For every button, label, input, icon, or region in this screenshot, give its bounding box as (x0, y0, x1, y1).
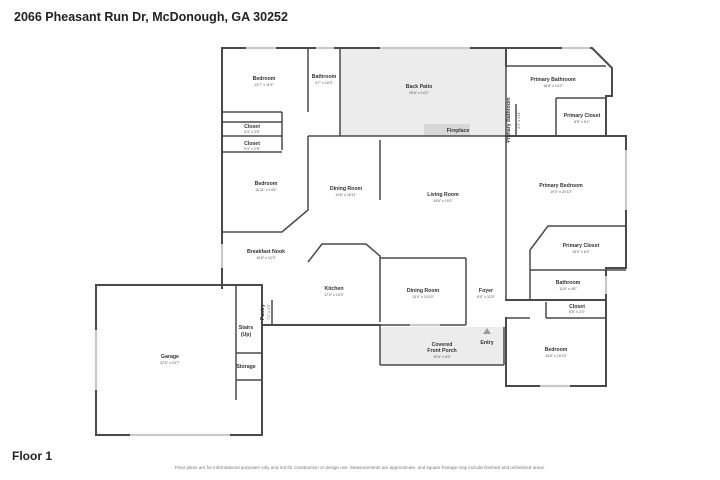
covered-porch-label-2: Front Porch (427, 348, 456, 354)
pantry-dims: 7'1" x 4'3" (267, 303, 271, 319)
closet-e-label: Closet (569, 304, 585, 310)
floor-label: Floor 1 (12, 449, 53, 463)
pantry-label: Pantry (260, 304, 266, 320)
interior-walls (222, 48, 626, 400)
closet-1-label: Closet (244, 124, 260, 130)
back-patio-dims: 28'6" x 14'2" (409, 91, 429, 95)
primary-bathroom-label: Primary Bathroom (530, 77, 576, 83)
bedroom-nw-dims: 13'7" x 11'9" (254, 83, 274, 87)
fireplace-label: Fireplace (447, 128, 470, 134)
bathroom-e-dims: 11'8" x 4'8" (559, 287, 577, 291)
garage-label: Garage (161, 354, 179, 360)
primary-bathroom-dims: 16'5" x 14'2" (543, 84, 563, 88)
bathroom-e-label: Bathroom (556, 280, 581, 286)
stairs-label: Stairs (239, 325, 254, 331)
windows (94, 46, 628, 437)
dining-room-n-label: Dining Room (330, 186, 363, 192)
back-patio-label: Back Patio (406, 84, 433, 90)
primary-bathroom-small: Primary Bathroom 2'1" x 4'11" (506, 97, 521, 143)
entry-label: Entry (480, 340, 493, 346)
primary-closet-mid-label: Primary Closet (563, 243, 600, 249)
breakfast-nook-label: Breakfast Nook (247, 249, 285, 255)
bedroom-se-label: Bedroom (545, 347, 568, 353)
dining-room-s-label: Dining Room (407, 288, 440, 294)
fireplace-area (424, 124, 470, 136)
stairs-sub-label: (Up) (241, 332, 252, 338)
storage-label: Storage (236, 364, 255, 370)
closet-2-dims: 9'3" x 2'5" (244, 147, 260, 151)
page-title: 2066 Pheasant Run Dr, McDonough, GA 3025… (14, 10, 288, 24)
breakfast-nook-dims: 15'8" x 12'9" (256, 256, 276, 260)
closet-e-dims: 6'8" x 2'3" (569, 310, 585, 314)
entry-arrow-icon (483, 328, 491, 334)
foyer-label: Foyer (479, 288, 493, 294)
covered-porch-label: Covered (432, 342, 453, 348)
pantry: Pantry 7'1" x 4'3" (260, 303, 271, 320)
primary-closet-top-label: Primary Closet (564, 113, 601, 119)
bedroom-w-dims: 10'11" x 14'5" (255, 188, 277, 192)
closet-1-dims: 9'3" x 2'8" (244, 130, 260, 134)
living-room-dims: 19'6" x 19'1" (433, 199, 453, 203)
kitchen-label: Kitchen (324, 286, 343, 292)
primary-bathroom-small-dims: 2'1" x 4'11" (517, 111, 521, 129)
disclaimer: Floor plans are for informational purpos… (174, 465, 546, 470)
bedroom-w-label: Bedroom (255, 181, 278, 187)
bedroom-se-dims: 15'6" x 10'10" (545, 354, 567, 358)
bathroom-n-dims: 4'7" x 10'3" (315, 81, 333, 85)
covered-porch-dims: 19'5" x 6'2" (433, 355, 451, 359)
primary-closet-mid-dims: 15'0" x 6'0" (572, 250, 590, 254)
foyer-dims: 6'0" x 11'5" (477, 295, 495, 299)
primary-bathroom-small-label: Primary Bathroom (506, 97, 512, 143)
dining-room-s-dims: 13'4" x 10'10" (412, 295, 434, 299)
bedroom-nw-label: Bedroom (253, 76, 276, 82)
dining-room-n-dims: 11'6" x 18'11" (335, 193, 357, 197)
bathroom-n-label: Bathroom (312, 74, 337, 80)
back-patio-area (340, 48, 506, 136)
primary-closet-top-dims: 8'5" x 6'1" (574, 120, 590, 124)
closet-2-label: Closet (244, 141, 260, 147)
kitchen-dims: 17'0" x 13'0" (324, 293, 344, 297)
garage-dims: 22'0" x 23'7" (160, 361, 180, 365)
primary-bedroom-label: Primary Bedroom (539, 183, 583, 189)
primary-bedroom-dims: 19'0" x 20'10" (550, 190, 572, 194)
covered-porch-area (380, 327, 504, 365)
living-room-label: Living Room (427, 192, 459, 198)
